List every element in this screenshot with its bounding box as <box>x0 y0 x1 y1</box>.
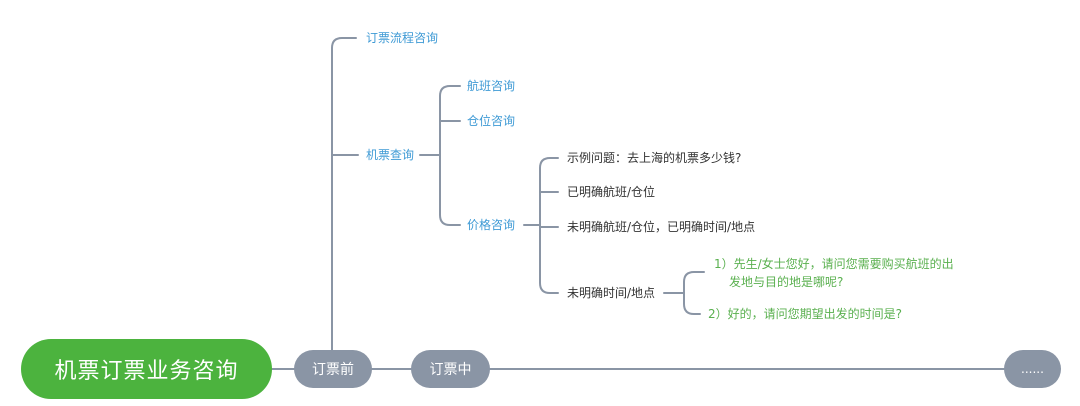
stage-in-booking[interactable]: 订票中 <box>411 350 490 388</box>
node-cabin-inquiry[interactable]: 仓位咨询 <box>467 114 516 128</box>
node-flight-known[interactable]: 已明确航班/仓位 <box>567 185 656 199</box>
answer-1-line-1: 1）先生/女士您好，请问您需要购买航班的出 <box>714 257 954 271</box>
node-answer-2[interactable]: 2）好的，请问您期望出发的时间是? <box>708 307 903 321</box>
node-flight-unknown[interactable]: 未明确航班/仓位，已明确时间/地点 <box>567 220 756 234</box>
answer-1-line-2: 发地与目的地是哪呢? <box>729 275 844 289</box>
node-ticket-query[interactable]: 机票查询 <box>366 148 415 162</box>
node-time-unknown[interactable]: 未明确时间/地点 <box>567 286 656 300</box>
node-booking-process[interactable]: 订票流程咨询 <box>366 31 439 45</box>
node-answer-1[interactable]: 1）先生/女士您好，请问您需要购买航班的出 发地与目的地是哪呢? <box>714 255 954 291</box>
stage-pre-booking[interactable]: 订票前 <box>294 350 372 388</box>
root-node[interactable]: 机票订票业务咨询 <box>21 339 272 399</box>
node-example-question[interactable]: 示例问题：去上海的机票多少钱? <box>567 151 742 165</box>
node-flight-inquiry[interactable]: 航班咨询 <box>467 79 516 93</box>
stage-more[interactable]: ...... <box>1004 350 1061 388</box>
node-price-inquiry[interactable]: 价格咨询 <box>467 218 516 232</box>
